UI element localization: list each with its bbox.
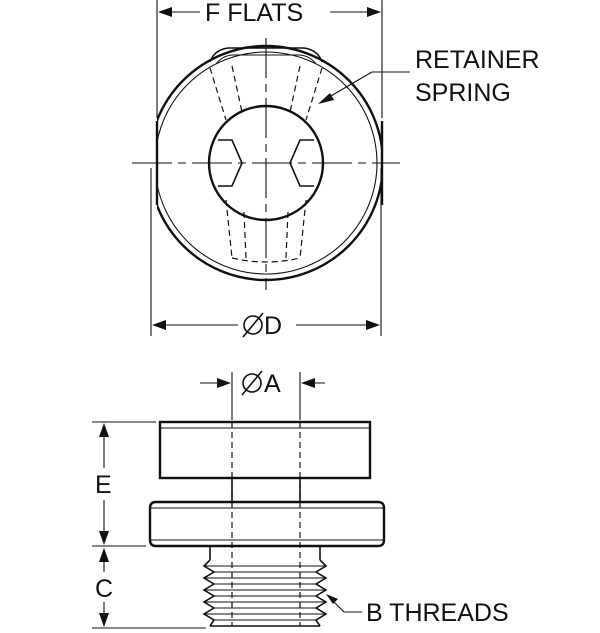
retainer-spring-callout: RETAINER SPRING — [318, 46, 540, 107]
retainer-label-line1: RETAINER — [415, 46, 540, 74]
threads-callout: B THREADS — [326, 594, 509, 627]
thread-profile-left — [202, 559, 216, 627]
flats-dimension: F FLATS — [156, 0, 383, 118]
dia-d-label: D — [264, 312, 282, 340]
thread-crests — [204, 565, 326, 621]
spring-arm-right-hidden — [285, 65, 323, 259]
top-view — [132, 38, 400, 290]
lower-flange — [148, 500, 386, 548]
flats-label: F FLATS — [205, 0, 303, 27]
dia-a-label: A — [264, 370, 281, 398]
spring-bottom-hidden — [231, 257, 301, 263]
diameter-symbol-d — [243, 315, 263, 335]
side-view — [148, 420, 386, 627]
e-label: E — [95, 471, 112, 499]
c-dimension: C — [92, 548, 206, 629]
thread-profile-right — [314, 559, 328, 627]
threads-label: B THREADS — [366, 599, 509, 627]
c-label: C — [95, 575, 113, 603]
diameter-a-dimension: A — [200, 370, 325, 420]
diameter-symbol-a — [242, 373, 262, 393]
retainer-label-line2: SPRING — [415, 79, 511, 107]
top-cap — [158, 420, 372, 480]
diameter-d-dimension: D — [150, 168, 382, 340]
spring-arm-left-hidden — [209, 65, 247, 259]
e-dimension: E — [92, 421, 156, 547]
